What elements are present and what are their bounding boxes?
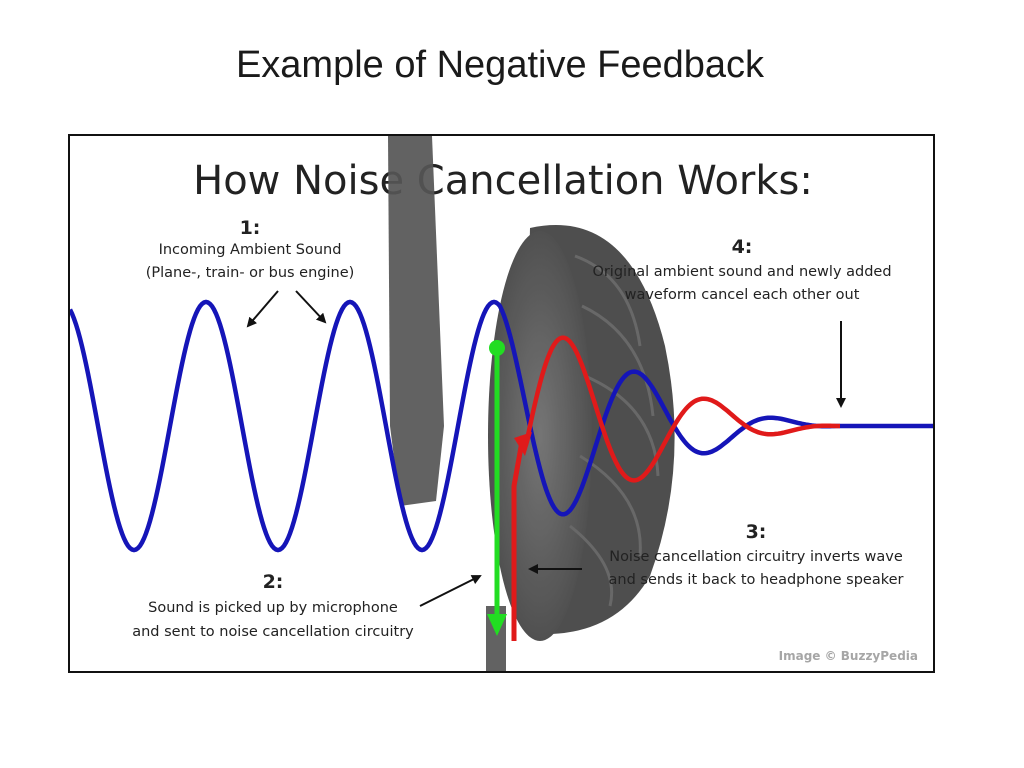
step-3-line-2: and sends it back to headphone speaker (609, 572, 904, 588)
step-3-line-1: Noise cancellation circuitry inverts wav… (609, 549, 903, 565)
slide-title: Example of Negative Feedback (235, 44, 765, 86)
step-3-label: 3: Noise cancellation circuitry inverts … (609, 521, 904, 588)
step-2-label: 2: Sound is picked up by microphone and … (132, 571, 414, 640)
step-4-label: 4: Original ambient sound and newly adde… (592, 236, 891, 303)
figure-canvas: How Noise Cancellation Works: (70, 136, 933, 671)
step1-arrow-left (246, 290, 279, 328)
step-2-line-2: and sent to noise cancellation circuitry (132, 624, 414, 640)
inverted-sound-wave (523, 335, 840, 483)
cushion-folds (569, 254, 660, 607)
step-2-line-1: Sound is picked up by microphone (148, 600, 398, 616)
step-1-line-1: Incoming Ambient Sound (159, 242, 342, 258)
inverted-signal-arrowhead (514, 432, 532, 456)
step-1-label: 1: Incoming Ambient Sound (Plane-, train… (146, 217, 355, 281)
step2-arrow (419, 575, 482, 607)
noise-cancellation-figure: How Noise Cancellation Works: (68, 134, 935, 673)
figure-title: How Noise Cancellation Works: (193, 158, 813, 204)
headphone-illustration (388, 136, 675, 671)
step1-arrow-right (295, 290, 327, 324)
step-4-line-2: waveform cancel each other out (625, 287, 860, 303)
ambient-sound-wave (70, 299, 933, 553)
step-2-number: 2: (263, 571, 284, 593)
microphone-signal-arrowhead (487, 614, 507, 636)
inverted-signal-path (511, 432, 532, 641)
step-1-line-2: (Plane-, train- or bus engine) (146, 265, 355, 281)
step-4-number: 4: (732, 236, 753, 258)
image-credit: Image © BuzzyPedia (779, 649, 918, 663)
inverted-signal-line (511, 435, 526, 641)
ear-cup (488, 231, 592, 641)
step-1-number: 1: (240, 217, 261, 239)
microphone-signal-path (487, 340, 507, 636)
step-4-line-1: Original ambient sound and newly added (592, 264, 891, 280)
step-3-number: 3: (746, 521, 767, 543)
headband-shape (388, 136, 444, 506)
